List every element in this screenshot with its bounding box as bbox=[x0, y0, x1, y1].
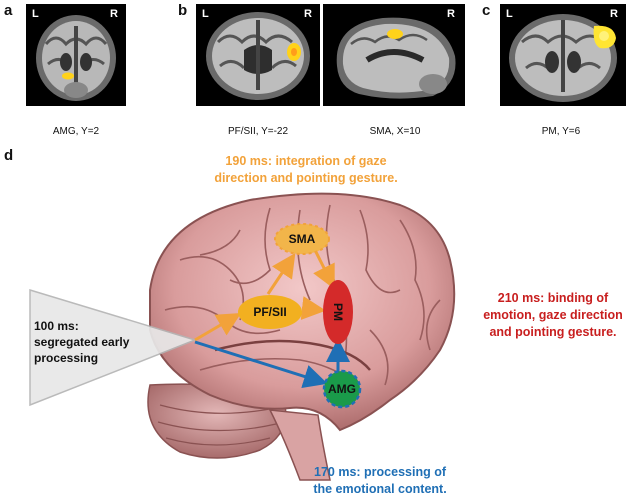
brain-diagram: SMA PF/SII PM AMG bbox=[29, 192, 456, 481]
caption-amg: AMG, Y=2 bbox=[52, 126, 100, 137]
annotation-190ms-line2: direction and pointing gesture. bbox=[214, 171, 398, 185]
mri-a-left-label: L bbox=[32, 8, 39, 20]
annotation-190ms: 190 ms: integration of gaze direction an… bbox=[176, 153, 436, 187]
node-amg bbox=[322, 369, 362, 409]
mri-c-right-label: R bbox=[610, 8, 618, 20]
activation-amg bbox=[62, 72, 74, 80]
annotation-210ms-line3: and pointing gesture. bbox=[489, 325, 617, 339]
arrow-sma-to-pm bbox=[313, 251, 335, 290]
annotation-210ms-line2: emotion, gaze direction bbox=[483, 308, 623, 322]
panel-letter-d: d bbox=[4, 147, 14, 164]
annotation-190ms-line1: 190 ms: integration of gaze bbox=[225, 154, 387, 168]
caption-pm: PM, Y=6 bbox=[541, 126, 581, 137]
panel-letter-c: c bbox=[482, 2, 491, 19]
mri-pm-coronal: L R bbox=[500, 4, 626, 106]
brainstem bbox=[268, 409, 331, 481]
annotation-210ms-line1: 210 ms: binding of bbox=[497, 291, 609, 305]
node-pfsii bbox=[238, 295, 302, 329]
mri-amg-coronal: L R bbox=[26, 4, 126, 106]
arrow-cone-to-amg bbox=[194, 340, 328, 389]
activation-sma bbox=[387, 29, 403, 39]
arrow-pfsii-to-pm bbox=[300, 296, 326, 320]
annotation-210ms: 210 ms: binding of emotion, gaze directi… bbox=[470, 290, 636, 341]
annotation-100ms: 100 ms: segregated early processing bbox=[34, 318, 129, 366]
panel-letter-b: b bbox=[178, 2, 188, 19]
early-processing-cone bbox=[29, 288, 198, 407]
node-pm bbox=[323, 280, 353, 344]
annotation-170ms-line1: 170 ms: processing of bbox=[314, 465, 446, 479]
mri-c-left-label: L bbox=[506, 8, 513, 20]
node-sma-label: SMA bbox=[289, 232, 316, 246]
caption-sma: SMA, X=10 bbox=[369, 126, 421, 137]
mri-pfsii-coronal: L R bbox=[196, 4, 320, 106]
annotation-100ms-line2: segregated early bbox=[34, 335, 130, 349]
mri-a-right-label: R bbox=[110, 8, 118, 20]
annotation-100ms-line3: processing bbox=[34, 351, 99, 365]
node-pfsii-label: PF/SII bbox=[253, 305, 286, 319]
arrow-cone-to-pfsii bbox=[194, 312, 242, 342]
annotation-100ms-line1: 100 ms: bbox=[34, 319, 79, 333]
node-pm-label: PM bbox=[331, 303, 345, 321]
annotation-170ms: 170 ms: processing of the emotional cont… bbox=[270, 464, 490, 498]
mri-b-left-label: L bbox=[202, 8, 209, 20]
arrow-pfsii-to-sma bbox=[266, 253, 296, 295]
caption-pfsii: PF/SII, Y=-22 bbox=[227, 126, 289, 137]
node-sma bbox=[274, 223, 330, 255]
panel-letter-a: a bbox=[4, 2, 13, 19]
node-amg-label: AMG bbox=[328, 382, 356, 396]
mri-b2-right-label: R bbox=[447, 8, 455, 20]
mri-b-right-label: R bbox=[304, 8, 312, 20]
mri-sma-sagittal: R bbox=[323, 4, 465, 106]
annotation-170ms-line2: the emotional content. bbox=[313, 482, 447, 496]
